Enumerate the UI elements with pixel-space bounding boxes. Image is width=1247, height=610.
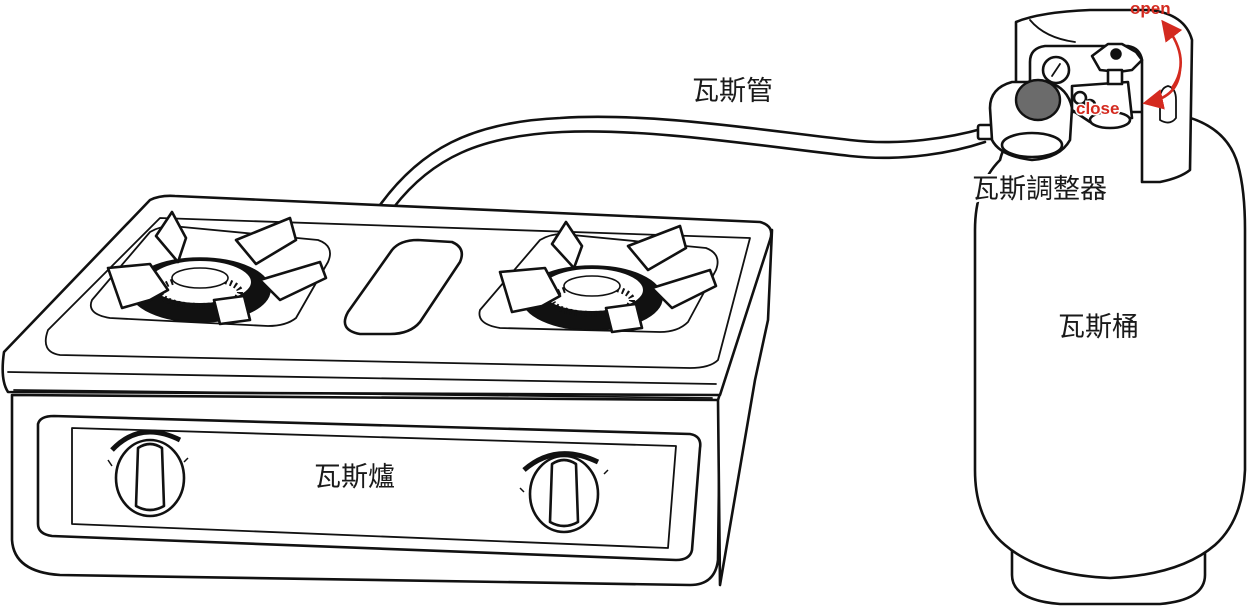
gas-stove: [1, 194, 774, 587]
left-burner: [106, 210, 328, 326]
open-arrow-icon: [1161, 19, 1183, 89]
valve-open-label: open: [1130, 0, 1171, 18]
regulator-label: 瓦斯調整器: [972, 174, 1107, 205]
gas-hose: [378, 115, 987, 209]
right-burner: [498, 220, 718, 334]
stove-label: 瓦斯爐: [314, 462, 395, 493]
regulator-dome: [1014, 78, 1062, 122]
control-panel: [36, 414, 702, 562]
cylinder-label: 瓦斯桶: [1058, 312, 1139, 343]
valve-direction-indicator: open close: [1075, 0, 1183, 120]
close-arrow-icon: [1142, 69, 1182, 110]
hose-label: 瓦斯管: [692, 76, 773, 107]
gas-cylinder: [973, 8, 1247, 606]
gas-regulator: [976, 42, 1144, 162]
left-knob: [107, 429, 189, 518]
stove-center-vent: [343, 238, 464, 336]
cylinder-collar: [1014, 8, 1194, 184]
valve-close-label: close: [1076, 99, 1119, 118]
right-knob: [519, 451, 609, 534]
